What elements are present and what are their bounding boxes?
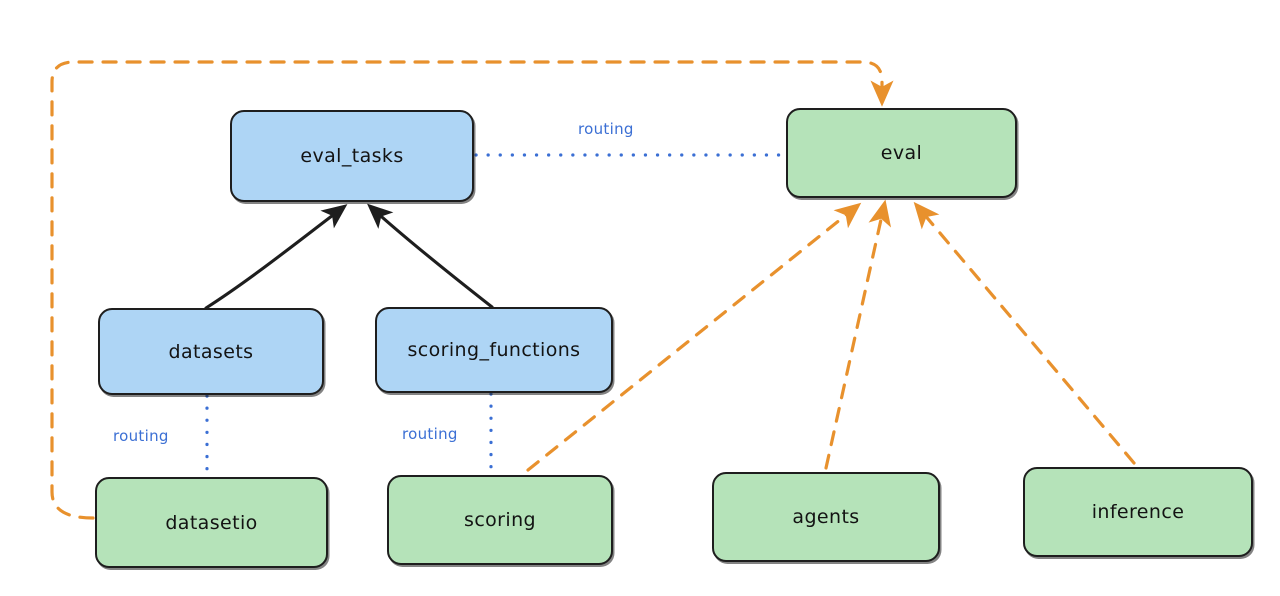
edge-datasetio-to-eval-dependency (50, 60, 894, 520)
node-agents[interactable]: agents (712, 472, 940, 562)
edge-agents-to-eval-dependency (824, 199, 892, 470)
node-datasetio[interactable]: datasetio (95, 477, 328, 568)
node-eval-tasks-label: eval_tasks (300, 145, 404, 167)
node-eval-tasks[interactable]: eval_tasks (230, 110, 474, 202)
node-datasets[interactable]: datasets (98, 308, 324, 395)
node-datasetio-label: datasetio (165, 511, 258, 534)
node-scoring-functions[interactable]: scoring_functions (375, 307, 613, 393)
node-scoring-functions-label: scoring_functions (407, 339, 581, 361)
edge-scoring-functions-to-eval-tasks (367, 203, 494, 309)
node-datasets-label: datasets (168, 340, 254, 363)
edge-label-routing-datasetio: routing (113, 427, 169, 445)
edge-label-routing-eval: routing (578, 120, 634, 138)
edge-inference-to-eval-dependency (913, 201, 1136, 465)
node-scoring[interactable]: scoring (387, 475, 613, 565)
edge-label-routing-scoring: routing (402, 425, 458, 443)
edge-scoring-to-eval-dependency (526, 202, 862, 472)
node-eval[interactable]: eval (786, 108, 1017, 198)
node-scoring-label: scoring (464, 509, 536, 531)
node-agents-label: agents (792, 506, 860, 528)
node-eval-label: eval (880, 142, 923, 164)
node-inference-label: inference (1091, 501, 1185, 523)
edge-datasets-to-eval-tasks (204, 204, 348, 310)
node-inference[interactable]: inference (1023, 467, 1253, 557)
